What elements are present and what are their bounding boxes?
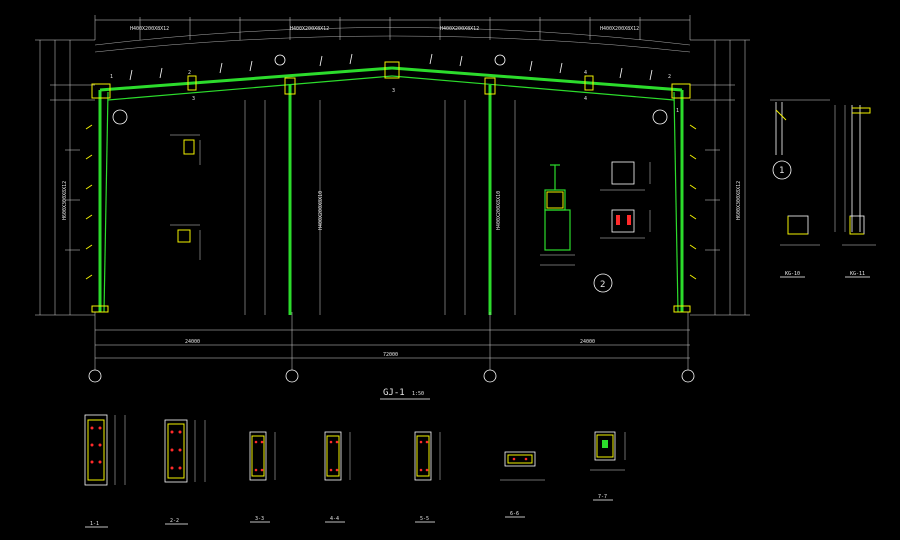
rafter-label-4: H400X200X8X12	[600, 26, 639, 32]
purlin-ticks	[129, 53, 653, 81]
column-label-mid-right: H400X200X8X10	[496, 191, 502, 230]
rafter-label-3: H400X200X8X12	[440, 26, 479, 32]
side-details	[770, 99, 876, 246]
section-mark-5: 4	[584, 70, 587, 76]
detail-ref-1: 1	[779, 166, 784, 176]
side-detail-label-2: KG-11	[850, 271, 865, 277]
column-label-left: H600X300X8X12	[62, 181, 68, 220]
top-dimension-chain	[94, 15, 691, 40]
column-label-mid-left: H400X200X8X10	[318, 191, 324, 230]
ground-dimensions	[94, 312, 690, 370]
column-label-right: H600X300X8X12	[736, 181, 742, 220]
section-mark-2: 2	[188, 70, 191, 76]
drawing-scale: 1:50	[412, 391, 424, 397]
rafter-label-2: H400X200X8X12	[290, 26, 329, 32]
section-label-3-3: 3-3	[255, 516, 264, 522]
cross-sections	[84, 414, 626, 486]
roof-top-lines	[94, 27, 691, 53]
section-label-1-1: 1-1	[90, 521, 99, 527]
detail-ref-2: 2	[600, 280, 605, 290]
connection-plates	[91, 61, 691, 313]
detail-2-column-base	[540, 161, 651, 266]
detail-ref-2-circle	[593, 273, 613, 293]
section-label-7-7: 7-7	[598, 494, 607, 500]
bay-dim-1: 24000	[185, 339, 200, 345]
section-label-4-4: 4-4	[330, 516, 339, 522]
section-label-2-2: 2-2	[170, 518, 179, 524]
side-detail-label-1: KG-10	[785, 271, 800, 277]
section-mark-4: 3	[392, 88, 395, 94]
elevation-details	[112, 54, 668, 260]
section-mark-6: 4	[584, 96, 587, 102]
interior-column-dims	[244, 100, 516, 315]
frame-rafters	[99, 66, 683, 101]
section-mark-7: 2	[668, 74, 671, 80]
section-label-6-6: 6-6	[510, 511, 519, 517]
section-mark-1: 1	[110, 74, 113, 80]
drawing-title: GJ-1	[383, 388, 405, 398]
total-dim: 72000	[383, 352, 398, 358]
section-mark-8: 1	[676, 108, 679, 114]
rafter-label-1: H400X200X8X12	[130, 26, 169, 32]
left-dimension-chain	[35, 39, 95, 316]
bay-dim-2: 24000	[580, 339, 595, 345]
section-mark-3: 3	[192, 96, 195, 102]
axis-bubbles	[88, 369, 695, 383]
section-label-5-5: 5-5	[420, 516, 429, 522]
wall-girts	[85, 124, 697, 280]
right-dimension-chain	[690, 39, 750, 316]
frame-columns	[98, 85, 684, 315]
